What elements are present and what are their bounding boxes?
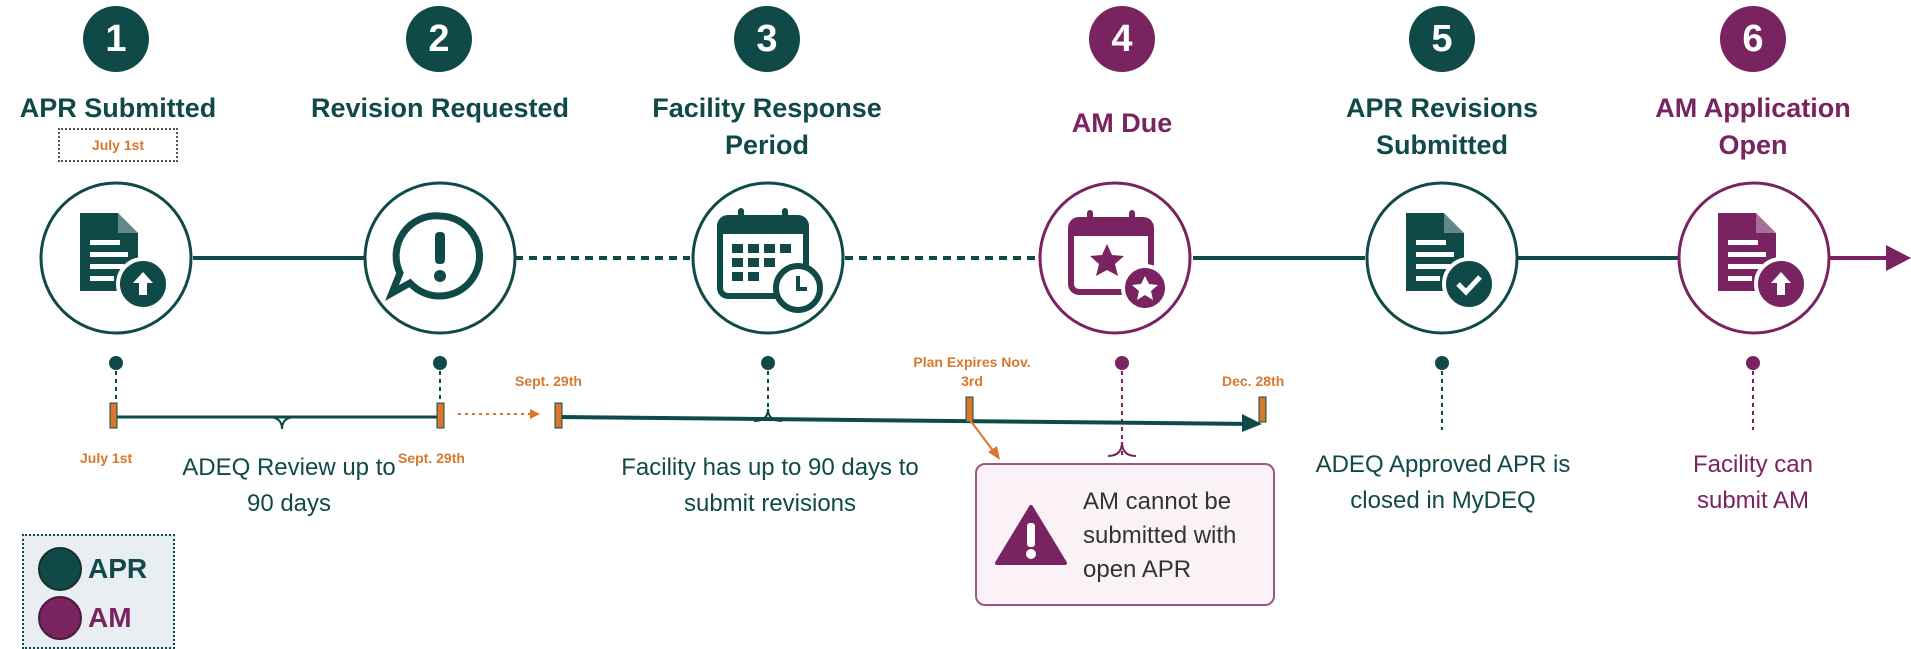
pin-6 (1746, 356, 1760, 430)
review-period-description: ADEQ Review up to 90 days (182, 454, 396, 517)
step-6-title: AM Application Open (1655, 93, 1851, 160)
step-3-number: 3 (734, 6, 800, 72)
response-start-date: Sept. 29th (515, 373, 582, 389)
legend-label-apr: APR (88, 553, 148, 584)
pin-1 (109, 356, 123, 405)
step-2-number: 2 (406, 6, 472, 72)
step-4-number: 4 (1089, 6, 1155, 72)
step-6-description: Facility can submit AM (1692, 451, 1814, 514)
step-1-title: APR Submitted (19, 93, 217, 123)
pin-2 (433, 356, 447, 405)
review-period-bar (109, 402, 445, 430)
pin-5 (1435, 356, 1449, 430)
response-end-date: Dec. 28th (1222, 373, 1285, 389)
review-start-date: July 1st (80, 450, 133, 466)
plan-expires-label: Plan Expires Nov. 3rd (913, 354, 1031, 389)
legend-item-apr: APR (38, 547, 147, 591)
warning-triangle-icon (995, 505, 1067, 565)
legend: APR AM (22, 534, 175, 649)
warning-callout: AM cannot be submitted with open APR (975, 463, 1275, 606)
step-3-title: Facility Response Period (652, 93, 882, 160)
legend-swatch-apr (38, 547, 82, 591)
alert-speech-icon (363, 181, 517, 335)
pin-4 (1115, 356, 1129, 455)
pin-3 (761, 356, 775, 420)
step-2-title: Revision Requested (310, 93, 570, 123)
step-5-title: APR Revisions Submitted (1345, 93, 1539, 160)
document-upload-icon (1677, 181, 1831, 335)
warning-text: AM cannot be submitted with open APR (1083, 488, 1237, 583)
legend-label-am: AM (88, 602, 132, 633)
step-6-number: 6 (1720, 6, 1786, 72)
document-upload-icon (39, 181, 193, 335)
step-5-description: ADEQ Approved APR is closed in MyDEQ (1315, 451, 1571, 514)
document-check-icon (1365, 181, 1519, 335)
step-1-date-label: July 1st (91, 137, 145, 153)
step-1-number: 1 (83, 6, 149, 72)
legend-swatch-am (38, 596, 82, 640)
timeline-end-arrow (1886, 245, 1911, 271)
calendar-clock-icon (691, 181, 845, 335)
step-1-date-tag: July 1st (58, 128, 178, 162)
plan-expires-pointer (969, 419, 1000, 460)
step-3-description: Facility has up to 90 days to submit rev… (621, 454, 919, 517)
calendar-star-icon (1038, 181, 1192, 335)
step-5-number: 5 (1409, 6, 1475, 72)
response-period-bar (554, 396, 1267, 457)
legend-item-am: AM (38, 596, 132, 640)
review-end-date: Sept. 29th (398, 450, 465, 466)
step-4-title: AM Due (1071, 108, 1173, 138)
gap-arrow (458, 409, 540, 419)
